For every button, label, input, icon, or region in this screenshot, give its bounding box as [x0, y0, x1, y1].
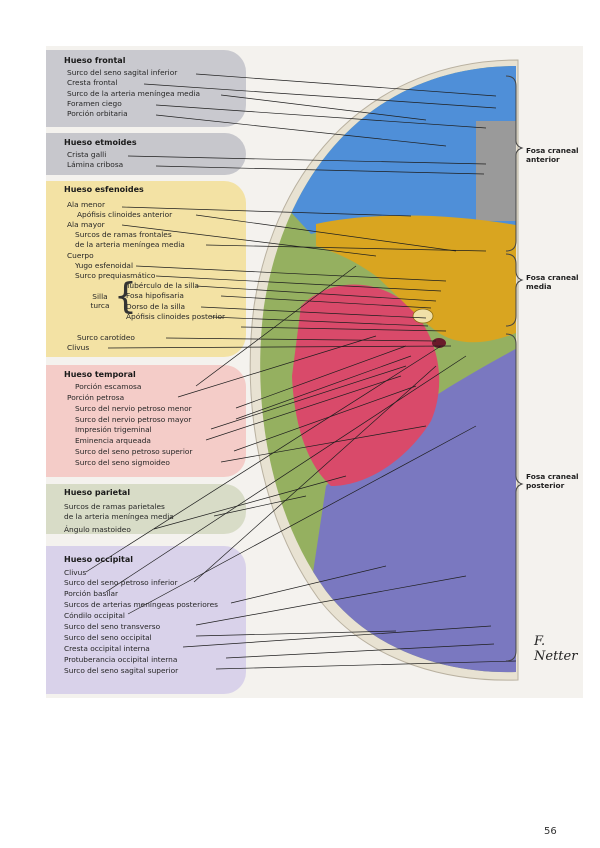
occipital-bone-region: [296, 346, 516, 673]
group-etmoides-title: Hueso etmoides: [64, 138, 137, 147]
fossa-media-label: Fosa craneal media: [526, 273, 579, 291]
label-occipital-0: Clivus: [64, 568, 87, 577]
label-occipital-1: Surco del seno petroso inferior: [64, 578, 178, 587]
silla-brace: {: [114, 276, 137, 317]
label-etmoides-1: Lámina cribosa: [67, 160, 124, 169]
leader-lines: [85, 73, 517, 670]
label-silla-turca: Silla turca: [90, 292, 110, 310]
label-occipital-9: Surco del seno sagital superior: [64, 666, 179, 675]
label-occipital-7: Cresta occipital interna: [64, 644, 150, 653]
artist-signature: F. Netter: [534, 634, 578, 664]
anterior-fossa-brace: [505, 75, 524, 252]
label-parietal-0: Surcos de ramas parietales: [64, 502, 165, 511]
label-frontal-0: Surco del seno sagital inferior: [67, 68, 178, 77]
label-esfenoides-1: Apófisis clinoides anterior: [77, 210, 173, 219]
label-esfenoides-2: Ala mayor: [67, 220, 105, 229]
label-esfenoides-7: Surco prequiasmático: [75, 271, 156, 280]
label-temporal-2: Surco del nervio petroso menor: [75, 404, 192, 413]
label-esfenoides-12: Surco carotídeo: [77, 333, 135, 342]
label-temporal-7: Surco del seno sigmoideo: [75, 458, 170, 467]
label-esfenoides-9: Fosa hipofisaria: [126, 291, 184, 300]
group-frontal-title: Hueso frontal: [64, 56, 126, 65]
label-temporal-1: Porción petrosa: [67, 393, 125, 402]
label-temporal-6: Surco del seno petroso superior: [75, 447, 193, 456]
sella-turcica-shape: [412, 308, 434, 324]
group-esfenoides-title: Hueso esfenoides: [64, 185, 144, 194]
label-esfenoides-8: Tubérculo de la silla: [126, 281, 199, 290]
group-temporal-panel: Hueso temporal: [46, 365, 246, 477]
label-occipital-4: Cóndilo occipital: [64, 611, 125, 620]
label-frontal-1: Cresta frontal: [67, 78, 118, 87]
fossa-anterior-label: Fosa craneal anterior: [526, 146, 579, 164]
label-temporal-0: Porción escamosa: [75, 382, 142, 391]
label-esfenoides-4: de la arteria meníngea media: [75, 240, 185, 249]
group-parietal-panel: Hueso parietal: [46, 484, 246, 534]
label-esfenoides-6: Yugo esfenoidal: [75, 261, 133, 270]
label-parietal-1: de la arteria meníngea media: [64, 512, 174, 521]
label-occipital-8: Protuberancia occipital interna: [64, 655, 178, 664]
label-temporal-3: Surco del nervio petroso mayor: [75, 415, 192, 424]
label-frontal-2: Surco de la arteria meníngea media: [67, 89, 200, 98]
label-temporal-5: Eminencia arqueada: [75, 436, 151, 445]
label-occipital-6: Surco del seno occipital: [64, 633, 152, 642]
label-temporal-4: Impresión trigeminal: [75, 425, 152, 434]
group-etmoides-panel: Hueso etmoides: [46, 133, 246, 175]
label-esfenoides-0: Ala menor: [67, 200, 105, 209]
label-esfenoides-5: Cuerpo: [67, 251, 94, 260]
label-etmoides-0: Crista galli: [67, 150, 107, 159]
skull-base-illustration: [85, 59, 524, 681]
label-esfenoides-13: Clivus: [67, 343, 90, 352]
carotid-foramen-shape: [432, 338, 446, 348]
label-occipital-5: Surco del seno transverso: [64, 622, 161, 631]
label-esfenoides-10: Dorso de la silla: [126, 302, 186, 311]
label-frontal-3: Foramen ciego: [67, 99, 122, 108]
sphenoid-bone-region: [316, 215, 516, 343]
ethmoid-bone-region: [476, 121, 516, 221]
page-number: 56: [544, 826, 557, 837]
label-esfenoides-3: Surcos de ramas frontales: [75, 230, 172, 239]
middle-fossa-brace: [505, 253, 524, 327]
group-occipital-panel: Hueso occipital: [46, 546, 246, 694]
fossa-posterior-label: Fosa craneal posterior: [526, 472, 579, 490]
group-temporal-title: Hueso temporal: [64, 370, 136, 379]
group-parietal-title: Hueso parietal: [64, 488, 131, 497]
label-occipital-2: Porción basilar: [64, 589, 119, 598]
posterior-fossa-brace: [505, 333, 524, 662]
group-esfenoides-panel: Hueso esfenoides: [46, 181, 246, 357]
group-occipital-title: Hueso occipital: [64, 555, 134, 564]
atlas-plate: Hueso frontal Hueso etmoides Hueso esfen…: [46, 46, 583, 698]
label-frontal-4: Porción orbitaria: [67, 109, 128, 118]
label-occipital-3: Surcos de arterias meníngeas posteriores: [64, 600, 218, 609]
label-esfenoides-11: Apófisis clinoides posterior: [126, 312, 226, 321]
temporal-bone-region: [292, 284, 440, 486]
label-parietal-2: Ángulo mastoideo: [64, 525, 131, 534]
